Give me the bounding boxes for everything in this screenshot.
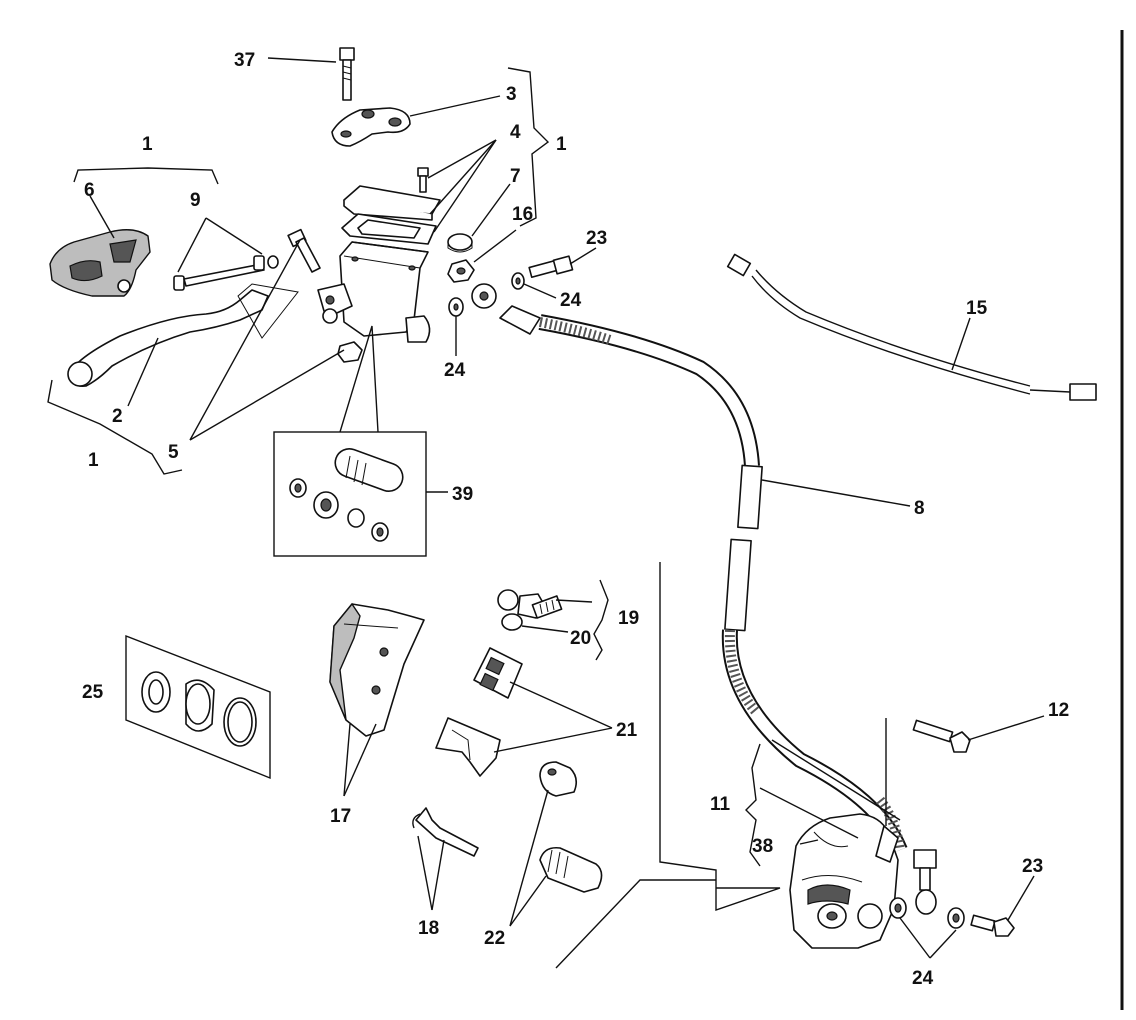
callout-8: 8 bbox=[914, 498, 925, 519]
callout-18: 18 bbox=[418, 918, 439, 939]
callout-5: 5 bbox=[168, 442, 179, 463]
leader-lines bbox=[89, 57, 1045, 959]
callout-9: 9 bbox=[190, 190, 201, 211]
piston-kit-25 bbox=[125, 634, 271, 780]
brake-caliper-38 bbox=[789, 813, 899, 949]
slide-pin-22 bbox=[539, 761, 603, 893]
bolt-37 bbox=[339, 47, 355, 101]
callout-1-right: 1 bbox=[556, 134, 567, 155]
callout-23-upper: 23 bbox=[586, 228, 607, 249]
callout-23-lower: 23 bbox=[1022, 856, 1043, 877]
sensor-cable-15 bbox=[726, 253, 1097, 401]
seal-kit-box-39 bbox=[273, 431, 427, 557]
callout-7: 7 bbox=[510, 166, 521, 187]
callout-24-right: 24 bbox=[560, 290, 582, 311]
callout-1-bottom: 1 bbox=[88, 450, 99, 471]
callout-21: 21 bbox=[616, 720, 638, 741]
bracket-1-right bbox=[507, 67, 550, 227]
banjo-assembly-lower bbox=[889, 849, 1015, 937]
bracket-1-top bbox=[73, 167, 219, 185]
bracket-1-bottom bbox=[47, 379, 183, 475]
assembly-arrow-lower bbox=[555, 879, 716, 969]
pad-pin-18 bbox=[412, 807, 479, 857]
callout-3: 3 bbox=[506, 84, 517, 105]
brake-hose-8 bbox=[499, 305, 908, 854]
reservoir-cover-4 bbox=[341, 185, 441, 245]
brake-pads-17 bbox=[329, 602, 425, 737]
pivot-bolt-9 bbox=[173, 255, 279, 291]
pad-clips-21 bbox=[435, 647, 523, 777]
callout-15: 15 bbox=[966, 298, 988, 319]
box-39-leader bbox=[339, 325, 379, 433]
pin-5 bbox=[287, 228, 321, 273]
callout-39: 39 bbox=[452, 484, 473, 505]
bleeder-19-20 bbox=[497, 589, 563, 631]
screw-4 bbox=[417, 167, 429, 193]
banjo-bolt-23-upper bbox=[528, 255, 574, 278]
clamp-3 bbox=[331, 107, 411, 147]
callout-11: 11 bbox=[710, 794, 731, 815]
assembly-arrow-upper bbox=[659, 562, 781, 911]
callout-38: 38 bbox=[752, 836, 773, 857]
callout-24-bottom: 24 bbox=[912, 968, 934, 989]
callout-19: 19 bbox=[618, 608, 639, 629]
callout-20: 20 bbox=[570, 628, 591, 649]
callout-37: 37 bbox=[234, 50, 255, 71]
banjo-fitting bbox=[471, 283, 497, 309]
callout-1-top: 1 bbox=[142, 134, 153, 155]
bolt-12 bbox=[912, 719, 971, 753]
brake-lever-2 bbox=[67, 283, 299, 388]
callout-12: 12 bbox=[1048, 700, 1069, 721]
callout-4: 4 bbox=[510, 122, 521, 143]
callout-17: 17 bbox=[330, 806, 351, 827]
callout-6: 6 bbox=[84, 180, 95, 201]
callout-2: 2 bbox=[112, 406, 123, 427]
master-cylinder-body bbox=[317, 241, 431, 343]
cap-7 bbox=[447, 233, 473, 253]
lever-guard-6 bbox=[49, 229, 151, 297]
callout-16: 16 bbox=[512, 204, 533, 225]
washers-24-upper bbox=[448, 272, 525, 317]
callout-24-lower: 24 bbox=[444, 360, 466, 381]
nut-16 bbox=[447, 259, 475, 283]
callout-22: 22 bbox=[484, 928, 505, 949]
callout-25: 25 bbox=[82, 682, 104, 703]
